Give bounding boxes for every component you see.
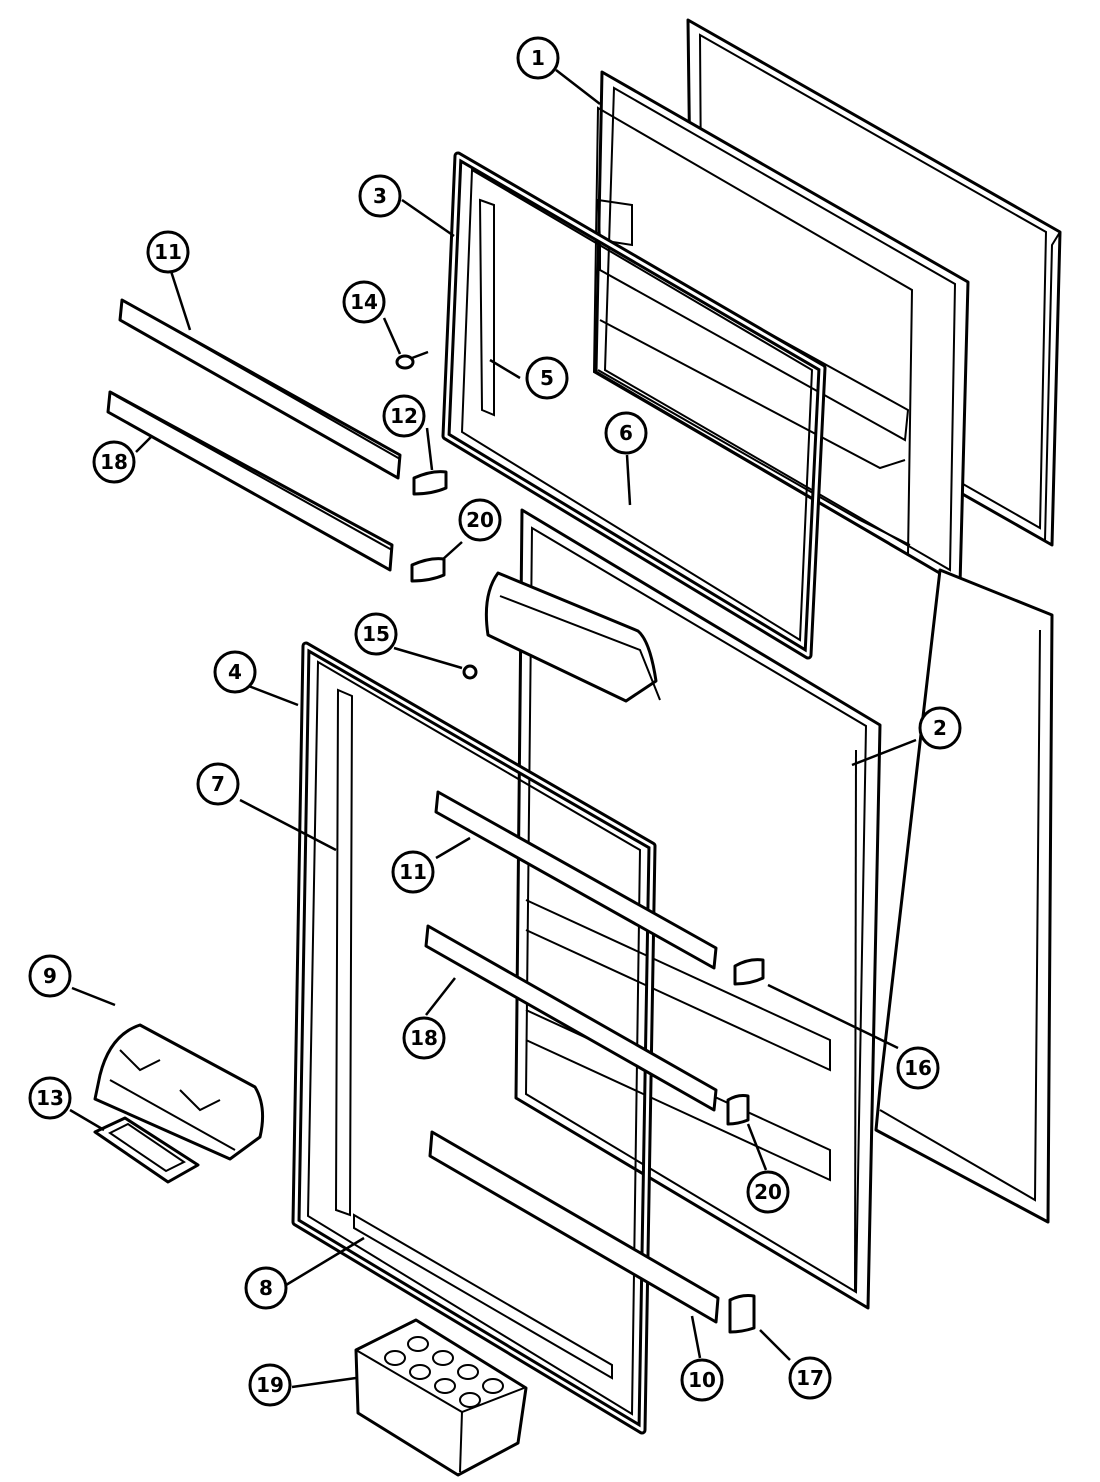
tray-13 (93, 1116, 200, 1184)
callout-13: 13 (28, 1076, 72, 1120)
svg-text:18: 18 (410, 1026, 438, 1050)
callout-9: 9 (28, 954, 72, 998)
svg-text:3: 3 (373, 184, 387, 208)
svg-text:11: 11 (399, 860, 427, 884)
svg-text:13: 13 (36, 1086, 64, 1110)
screw-14 (395, 350, 429, 370)
callout-8: 8 (244, 1266, 288, 1310)
shelf-end-cap-12 (412, 470, 448, 496)
svg-text:14: 14 (350, 290, 378, 314)
shelf-end-cap-20-upper (410, 557, 446, 583)
callout-20-lower: 20 (746, 1170, 790, 1214)
butter-compartment-9 (93, 1023, 265, 1161)
fresh-food-shelf-bar-11 (434, 790, 718, 970)
callout-10: 10 (680, 1358, 724, 1402)
svg-text:11: 11 (154, 240, 182, 264)
shelf-end-cap-20-lower (726, 1094, 750, 1126)
fresh-food-door-liner (484, 508, 882, 1310)
svg-text:9: 9 (43, 964, 57, 988)
callout-16: 16 (896, 1046, 940, 1090)
egg-tray-19 (354, 1318, 528, 1477)
callout-17: 17 (788, 1356, 832, 1400)
svg-text:6: 6 (619, 421, 633, 445)
callout-12: 12 (382, 394, 426, 438)
fresh-food-door-outer-panel (874, 568, 1054, 1224)
freezer-shelf-bar-upper (118, 298, 402, 480)
svg-text:7: 7 (211, 772, 225, 796)
shelf-end-cap-16 (733, 958, 765, 986)
fresh-food-shelf-bar-18 (424, 924, 718, 1112)
fresh-food-shelf-bar-10 (428, 1130, 720, 1324)
freezer-door-gasket (441, 151, 827, 660)
svg-text:20: 20 (754, 1180, 782, 1204)
freezer-shelf-bar-lower (106, 390, 394, 572)
svg-text:2: 2 (933, 716, 947, 740)
callout-3: 3 (358, 174, 402, 218)
callout-4: 4 (213, 650, 257, 694)
svg-text:5: 5 (540, 366, 554, 390)
callout-7: 7 (196, 762, 240, 806)
fresh-food-door-gasket (291, 641, 657, 1435)
svg-text:19: 19 (256, 1373, 284, 1397)
svg-text:17: 17 (796, 1366, 824, 1390)
svg-text:15: 15 (362, 622, 390, 646)
callout-18-lower: 18 (402, 1016, 446, 1060)
svg-text:18: 18 (100, 450, 128, 474)
callout-19: 19 (248, 1363, 292, 1407)
callout-15: 15 (354, 612, 398, 656)
svg-text:1: 1 (531, 46, 545, 70)
svg-text:16: 16 (904, 1056, 932, 1080)
shelf-end-cap-17 (728, 1294, 756, 1334)
leader-lines (69, 69, 917, 1389)
callout-2: 2 (918, 706, 962, 750)
svg-text:12: 12 (390, 404, 418, 428)
callout-11-upper: 11 (146, 230, 190, 274)
svg-text:4: 4 (228, 660, 242, 684)
callout-20-upper: 20 (458, 498, 502, 542)
svg-text:8: 8 (259, 1276, 273, 1300)
callout-18-upper: 18 (92, 440, 136, 484)
svg-text:10: 10 (688, 1368, 716, 1392)
callout-1: 1 (516, 36, 560, 80)
callout-11-lower: 11 (391, 850, 435, 894)
callout-6: 6 (604, 411, 648, 455)
stud-15 (462, 664, 478, 680)
callout-5: 5 (525, 356, 569, 400)
callout-14: 14 (342, 280, 386, 324)
svg-text:20: 20 (466, 508, 494, 532)
